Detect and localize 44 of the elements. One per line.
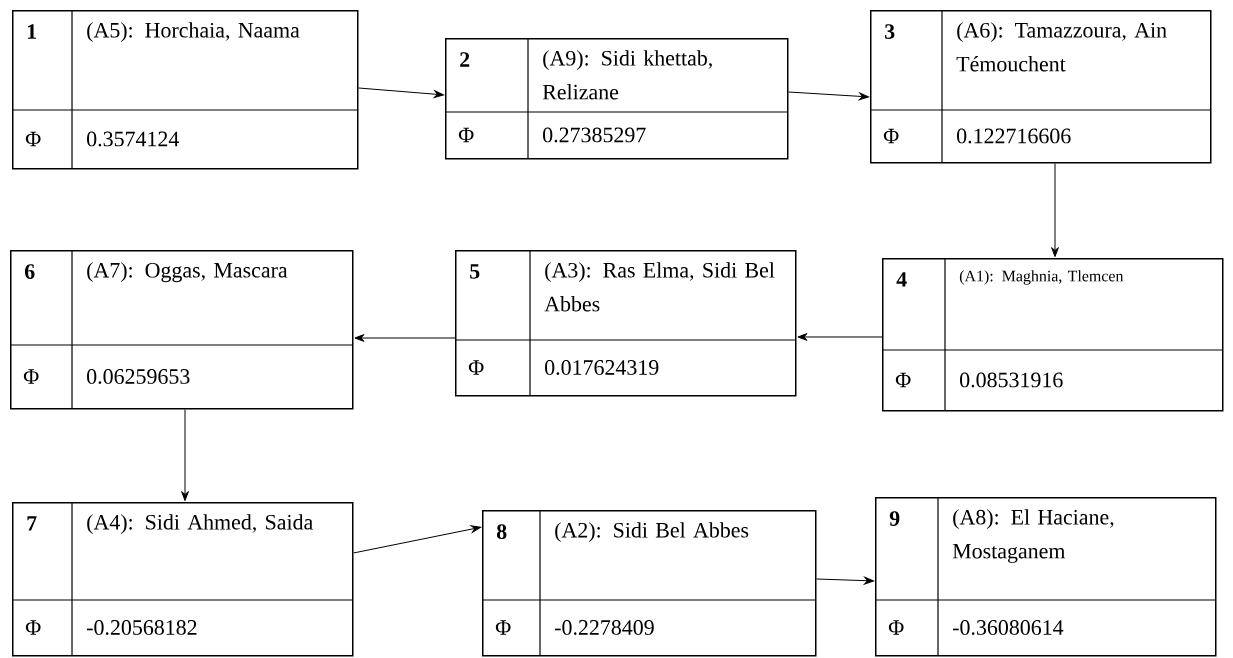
site-name: (A3): Ras Elma, Sidi Bel Abbes xyxy=(544,262,775,312)
site-name: (A9): Sidi khettab, Relizane xyxy=(542,50,712,100)
site-name: (A5): Horchaia, Naama xyxy=(87,22,300,43)
phi-value: -0.20568182 xyxy=(87,620,197,635)
rank-number: 5 xyxy=(470,264,480,279)
site-name: (A1): Maghnia, Tlemcen xyxy=(959,270,1124,285)
arrow xyxy=(354,334,456,342)
rank-number: 9 xyxy=(889,511,900,526)
arrow xyxy=(788,91,870,101)
phi-symbol: Φ xyxy=(25,620,41,635)
rank-number: 3 xyxy=(885,24,895,39)
arrow xyxy=(816,576,875,585)
phi-value: 0.122716606 xyxy=(957,128,1071,144)
phi-symbol: Φ xyxy=(25,131,41,147)
rank-number: 8 xyxy=(496,524,507,539)
phi-value: 0.06259653 xyxy=(87,369,190,384)
phi-value: 0.017624319 xyxy=(545,360,659,375)
site-name: (A8): El Haciane, Mostaganem xyxy=(952,509,1114,563)
rank-number: 7 xyxy=(27,516,37,531)
arrow xyxy=(181,409,189,502)
phi-symbol: Φ xyxy=(458,127,474,143)
phi-symbol: Φ xyxy=(895,372,911,388)
phi-value: 0.3574124 xyxy=(87,131,179,147)
phi-symbol: Φ xyxy=(888,620,904,635)
site-name: (A2): Sidi Bel Abbes xyxy=(555,522,749,543)
site-name: (A4): Sidi Ahmed, Saida xyxy=(87,514,313,535)
phi-value: 0.08531916 xyxy=(960,372,1063,388)
phi-symbol: Φ xyxy=(883,128,899,144)
phi-value: 0.27385297 xyxy=(543,127,646,143)
phi-symbol: Φ xyxy=(23,369,39,384)
rank-number: 2 xyxy=(460,52,470,67)
phi-symbol: Φ xyxy=(468,360,484,375)
rank-number: 4 xyxy=(896,272,907,287)
rank-number: 1 xyxy=(27,24,37,39)
phi-value: -0.36080614 xyxy=(953,620,1064,635)
phi-symbol: Φ xyxy=(495,620,511,635)
site-name: (A7): Oggas, Mascara xyxy=(87,262,288,283)
arrow xyxy=(358,87,445,99)
phi-value: -0.2278409 xyxy=(555,620,654,635)
arrow xyxy=(797,333,883,341)
site-name: (A6): Tamazzoura, Ain Témouchent xyxy=(956,22,1167,72)
rank-number: 6 xyxy=(24,264,35,279)
arrow xyxy=(1051,163,1059,258)
arrow xyxy=(353,525,482,554)
